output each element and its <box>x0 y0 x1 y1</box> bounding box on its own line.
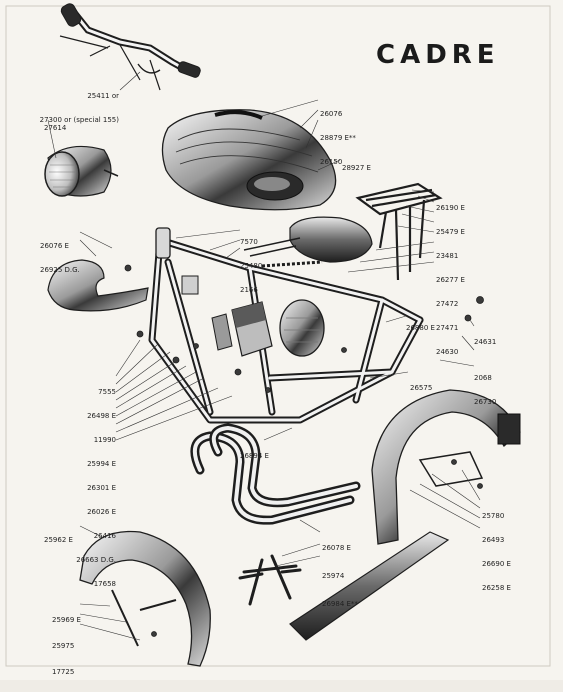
callout-text: 26078 E <box>322 544 351 552</box>
callout-text: 26663 D.G. <box>76 556 116 564</box>
callout-handlebar: 25411 or 27300 or (special 155) <box>40 76 119 140</box>
callout-text: 26301 E <box>87 484 116 492</box>
callout-text: 26277 E <box>436 276 465 284</box>
callout-front-fender-lower: 25969 E 25975 17725 <box>52 600 81 692</box>
callout-crash-bar: 26894 E <box>240 436 269 476</box>
callout-text: 26416 <box>93 532 116 540</box>
callout-text: 17725 <box>52 668 75 676</box>
callout-leaders <box>47 71 481 641</box>
callout-text: 26190 E <box>436 204 465 212</box>
callout-text: 25480 <box>240 262 263 270</box>
luggage-rack-drawing <box>355 182 443 281</box>
callout-text: 26575 <box>410 384 433 392</box>
center-stand-drawing <box>238 554 302 606</box>
callout-frame-left: 7555 26498 E 11990 25994 E 26301 E 26026… <box>76 372 116 604</box>
callout-saddle: 7570 25480 2166 <box>240 222 262 310</box>
callout-text: 27614 <box>44 124 67 132</box>
callout-front-mudguard: 26076 E 26925 D.G. <box>40 226 80 290</box>
callout-tank-side: 28927 E <box>342 148 371 188</box>
handlebar-drawing <box>59 3 201 91</box>
callout-tank: 26076 28879 E** 26150 <box>320 94 356 182</box>
battery-box-drawing <box>181 275 273 357</box>
callout-headlamp: 27614 <box>44 108 66 148</box>
callout-text: 25479 E <box>436 228 465 236</box>
callout-text: 2166 <box>240 286 258 294</box>
callout-text: 25962 E <box>44 536 73 544</box>
callout-text: 26730 <box>474 398 497 406</box>
chain-guard-drawing <box>289 531 450 641</box>
callout-text: 28927 E <box>342 164 371 172</box>
callout-text: 28879 E** <box>320 134 356 142</box>
callout-text: 25780 <box>482 512 505 520</box>
callout-front-fender: 25962 E <box>44 520 73 560</box>
fuel-tank-drawing <box>161 109 337 211</box>
crash-bar-drawing <box>190 423 361 525</box>
rear-mudguard-drawing <box>371 389 521 545</box>
callout-text: 17658 <box>93 580 116 588</box>
callout-frame-right: 26880 E <box>406 308 435 348</box>
callout-text: 26690 E <box>482 560 511 568</box>
callout-text: 26076 <box>320 110 343 118</box>
tool-box-drawing <box>279 299 325 357</box>
callout-text: 26493 <box>482 536 505 544</box>
callout-text: 26026 E <box>87 508 116 516</box>
callout-stand: 26078 E 25974 26984 E** <box>322 528 358 624</box>
callout-text: 26076 E <box>40 242 69 250</box>
page-border <box>5 5 551 667</box>
callout-rack: 26190 E 25479 E 23481 26277 E 27472 2747… <box>436 188 465 372</box>
front-fender-drawing <box>79 530 211 667</box>
callout-text: 26984 E** <box>322 600 358 608</box>
callout-bolt-right: 24631 2068 26730 <box>474 322 496 422</box>
frame-drawing <box>148 227 424 424</box>
callout-text: 25994 E <box>87 460 116 468</box>
callout-text: 24630 <box>436 348 459 356</box>
saddle-drawing <box>243 216 373 268</box>
front-mudguard-drawing <box>47 259 149 312</box>
headlamp-drawing <box>44 145 119 197</box>
callout-text: 7570 <box>240 238 258 246</box>
hardware-drawing <box>124 264 484 637</box>
callout-text: 24631 <box>474 338 497 346</box>
callout-text: 26150 <box>320 158 343 166</box>
callout-text: 27472 <box>436 300 459 308</box>
callout-text: 26498 E <box>87 412 116 420</box>
callout-text: 27300 or (special 155) <box>39 116 119 124</box>
callout-text: 25974 <box>322 572 345 580</box>
callout-text: 2068 <box>474 374 492 382</box>
callout-center: 26575 <box>410 368 432 408</box>
page-title: CADRE <box>376 40 500 70</box>
callout-text: 23481 <box>436 252 459 260</box>
callout-text: 25975 <box>52 642 75 650</box>
callout-rear-mudguard: 25780 26493 26690 E 26258 E <box>482 496 511 608</box>
callout-text: 25969 E <box>52 616 81 624</box>
callout-text: 25411 or <box>87 92 119 100</box>
callout-text: 27471 <box>436 324 459 332</box>
callout-text: 26258 E <box>482 584 511 592</box>
callout-text: 26894 E <box>240 452 269 460</box>
callout-text: 7555 <box>98 388 116 396</box>
callout-text: 26880 E <box>406 324 435 332</box>
callout-text: 11990 <box>93 436 116 444</box>
callout-text: 26925 D.G. <box>40 266 80 274</box>
